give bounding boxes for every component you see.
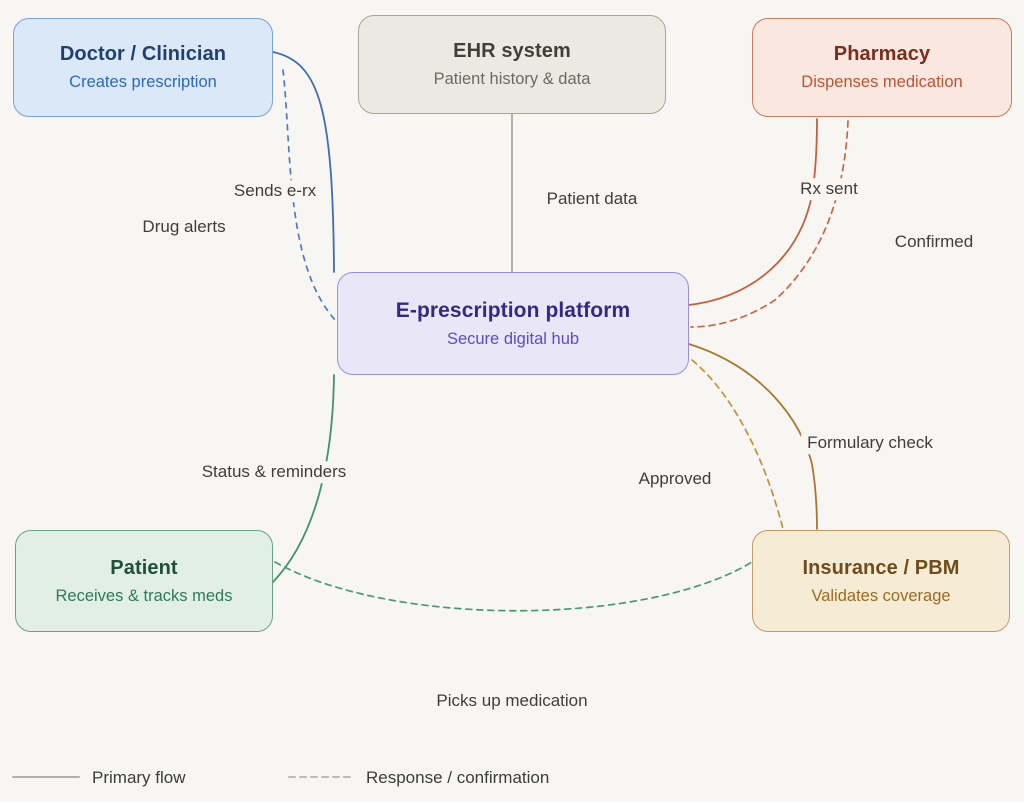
node-patient: Patient Receives & tracks meds [15,530,273,632]
node-doctor: Doctor / Clinician Creates prescription [13,18,273,117]
node-patient-subtitle: Receives & tracks meds [55,586,233,605]
edge-insurance-to-platform-dashed [691,359,784,530]
node-ehr-subtitle: Patient history & data [433,70,591,88]
node-doctor-subtitle: Creates prescription [69,73,217,91]
edge-label-rx-sent: Rx sent [794,178,864,200]
edge-platform-to-insurance [688,343,818,530]
edge-patient-to-insurance-dashed [274,561,753,612]
legend-primary-label: Primary flow [92,768,186,787]
edge-label-status-reminders: Status & reminders [195,461,353,483]
edge-platform-to-pharmacy [688,118,818,306]
node-insurance-title: Insurance / PBM [802,556,960,579]
edge-label-sends-erx: Sends e-rx [227,180,323,202]
node-insurance: Insurance / PBM Validates coverage [752,530,1010,632]
edge-label-formulary-check: Formulary check [801,432,939,454]
edge-label-drug-alerts: Drug alerts [136,216,232,238]
legend-dashed-line [288,776,356,778]
legend-response-label: Response / confirmation [366,768,550,787]
edge-label-picks-up-medication: Picks up medication [430,690,594,712]
edge-label-patient-data: Patient data [540,188,644,210]
node-patient-title: Patient [110,556,178,579]
legend-solid-line [12,776,80,778]
edge-pharmacy-to-platform-dashed [690,120,849,328]
node-pharmacy-title: Pharmacy [833,43,931,65]
node-platform-title: E-prescription platform [395,298,631,322]
node-pharmacy: Pharmacy Dispenses medication [752,18,1012,117]
node-doctor-title: Doctor / Clinician [59,43,227,65]
node-ehr-title: EHR system [453,40,571,62]
edge-platform-to-doctor-dashed [282,69,337,322]
node-pharmacy-subtitle: Dispenses medication [801,73,963,91]
edge-doctor-to-platform [272,51,335,273]
edge-platform-to-patient [272,374,335,583]
node-ehr: EHR system Patient history & data [358,15,666,114]
node-insurance-subtitle: Validates coverage [811,586,951,605]
edge-label-confirmed: Confirmed [888,231,980,253]
edge-label-approved: Approved [632,468,718,490]
node-platform: E-prescription platform Secure digital h… [337,272,689,375]
node-platform-subtitle: Secure digital hub [446,329,580,348]
